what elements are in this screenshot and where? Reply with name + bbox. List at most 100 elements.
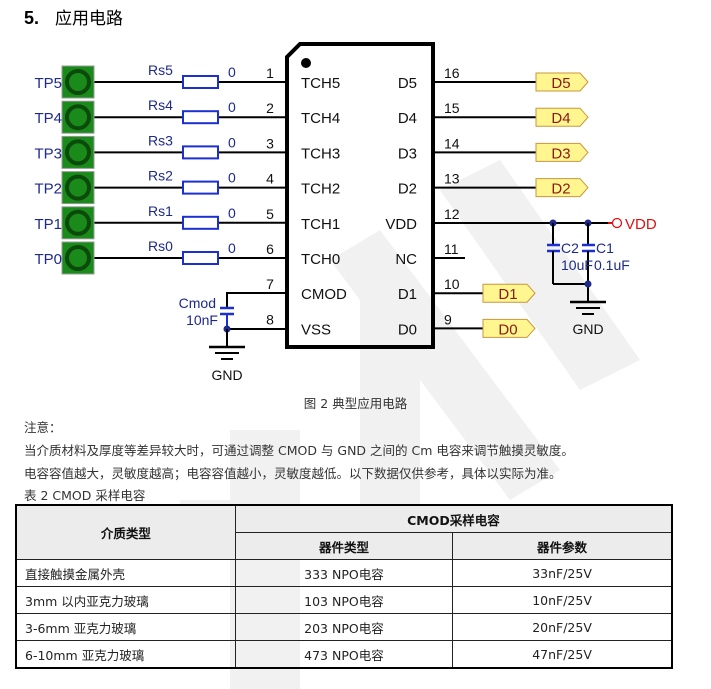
ic-pin-number: 12: [444, 206, 460, 222]
ic-pin-number: 6: [266, 241, 274, 257]
table-title: 表 2 CMOD 采样电容: [24, 488, 146, 503]
net-label: D2: [535, 178, 589, 198]
resistor-value: 0: [228, 99, 236, 115]
ic-pin-name: TCH2: [301, 181, 340, 198]
cell-device: 203 NPO电容: [234, 613, 454, 641]
touch-pad: [61, 65, 95, 99]
net-label-text: D3: [551, 145, 570, 162]
table-row: 直接触摸金属外壳 333 NPO电容 33nF/25V: [15, 559, 673, 587]
ic-pin-name: D0: [398, 321, 417, 338]
ic-pin-number: 5: [266, 206, 274, 222]
cell-param: 33nF/25V: [452, 559, 673, 587]
touch-pad-label: TP3: [34, 145, 62, 162]
pad-ring-icon: [65, 209, 91, 236]
pin1-marker: [301, 58, 311, 68]
resistor-value: 0: [228, 64, 236, 80]
net-label: D1: [482, 283, 536, 303]
ic-pin-name: D2: [398, 181, 417, 198]
ic-pin-number: 7: [266, 276, 274, 292]
ic-pin-number: 9: [444, 311, 452, 327]
resistor-value: 0: [228, 170, 236, 186]
cell-device: 333 NPO电容: [234, 559, 454, 587]
resistor-icon: [182, 110, 219, 125]
gnd-label: GND: [572, 321, 603, 337]
ic-pin-name: VDD: [385, 216, 417, 233]
ic-pin-number: 10: [444, 276, 460, 292]
cmod-table: 介质类型 CMOD采样电容 器件类型 器件参数 直接触摸金属外壳 333 NPO…: [15, 504, 673, 669]
touch-pad: [61, 100, 95, 134]
cmod-network: Cmod 10nF GND: [179, 292, 287, 383]
resistor-name: Rs0: [148, 238, 173, 254]
note-heading: 注意：: [24, 420, 62, 435]
section-number: 5.: [24, 8, 40, 28]
vdd-label: VDD: [625, 216, 657, 233]
resistor-icon: [182, 180, 219, 195]
resistor-name: Rs5: [148, 62, 173, 78]
note-line-2: 电容容值越大，灵敏度越高；电容容值越小，灵敏度越低。以下数据仅供参考，具体以实际…: [24, 466, 562, 481]
cell-device: 473 NPO电容: [234, 640, 454, 669]
cell-param: 47nF/25V: [452, 640, 673, 669]
ic-pin-name: NC: [395, 251, 417, 268]
resistor-icon: [182, 145, 219, 160]
cmod-value: 10nF: [186, 312, 218, 328]
net-label: D0: [482, 318, 536, 338]
header-medium: 介质类型: [15, 504, 236, 560]
gnd-label: GND: [211, 367, 242, 383]
resistor-name: Rs2: [148, 168, 173, 184]
c2-value: 10uF: [561, 257, 593, 273]
touch-pad-label: TP0: [34, 251, 62, 268]
ic-pin-name: D4: [398, 110, 417, 127]
ic-pin-number: 3: [266, 135, 274, 151]
cell-medium: 3-6mm 亚克力玻璃: [15, 613, 236, 641]
ic-pin-name: CMOD: [301, 286, 347, 303]
note-line-1: 当介质材料及厚度等差异较大时，可通过调整 CMOD 与 GND 之间的 Cm 电…: [24, 443, 574, 458]
ic-body: [285, 42, 435, 349]
ic-pin-name: D5: [398, 75, 417, 92]
resistor-value: 0: [228, 240, 236, 256]
touch-pad-label: TP1: [34, 216, 62, 233]
net-label-text: D5: [551, 75, 570, 92]
net-label: D5: [535, 72, 589, 92]
cell-medium: 6-10mm 亚克力玻璃: [15, 640, 236, 669]
header-device-type: 器件类型: [234, 532, 454, 560]
table-row: 3mm 以内亚克力玻璃 103 NPO电容 10nF/25V: [15, 586, 673, 614]
cell-param: 20nF/25V: [452, 613, 673, 641]
table-row: 3-6mm 亚克力玻璃 203 NPO电容 20nF/25V: [15, 613, 673, 641]
net-label-text: D2: [551, 181, 570, 198]
pad-ring-icon: [65, 139, 91, 166]
c1-name: C1: [596, 240, 614, 256]
cell-medium: 3mm 以内亚克力玻璃: [15, 586, 236, 614]
header-cmod-group: CMOD采样电容: [234, 504, 673, 533]
ic-pin-number: 8: [266, 311, 274, 327]
ic-pin-number: 1: [266, 65, 274, 81]
ic-pin-name: VSS: [301, 321, 331, 338]
pad-ring-icon: [65, 245, 91, 271]
resistor-name: Rs4: [148, 97, 173, 113]
touch-pad-label: TP5: [34, 75, 62, 92]
ic-pin-number: 16: [444, 65, 460, 81]
header-device-param: 器件参数: [452, 532, 673, 560]
resistor-value: 0: [228, 134, 236, 150]
touch-pad: [61, 241, 95, 275]
touch-pad: [61, 135, 95, 169]
pad-ring-icon: [65, 69, 91, 95]
ic-pin-number: 13: [444, 171, 460, 187]
cell-device: 103 NPO电容: [234, 586, 454, 614]
table-row: 6-10mm 亚克力玻璃 473 NPO电容 47nF/25V: [15, 640, 673, 669]
cell-medium: 直接触摸金属外壳: [15, 559, 236, 587]
gnd-symbol: [209, 345, 245, 360]
resistor-name: Rs3: [148, 132, 173, 148]
resistor-icon: [182, 251, 219, 265]
ic-pin-name: TCH3: [301, 145, 340, 162]
ic-pin-name: TCH1: [301, 216, 340, 233]
net-label-text: D1: [498, 286, 517, 303]
cell-param: 10nF/25V: [452, 586, 673, 614]
ic-pin-name: TCH5: [301, 75, 340, 92]
section-heading: 应用电路: [55, 9, 124, 29]
ic-pin-number: 4: [266, 171, 274, 187]
ic-pin-name: TCH4: [301, 110, 340, 127]
gnd-symbol: [570, 300, 606, 315]
c2-name: C2: [561, 240, 579, 256]
figure-caption: 图 2 典型应用电路: [303, 396, 408, 411]
